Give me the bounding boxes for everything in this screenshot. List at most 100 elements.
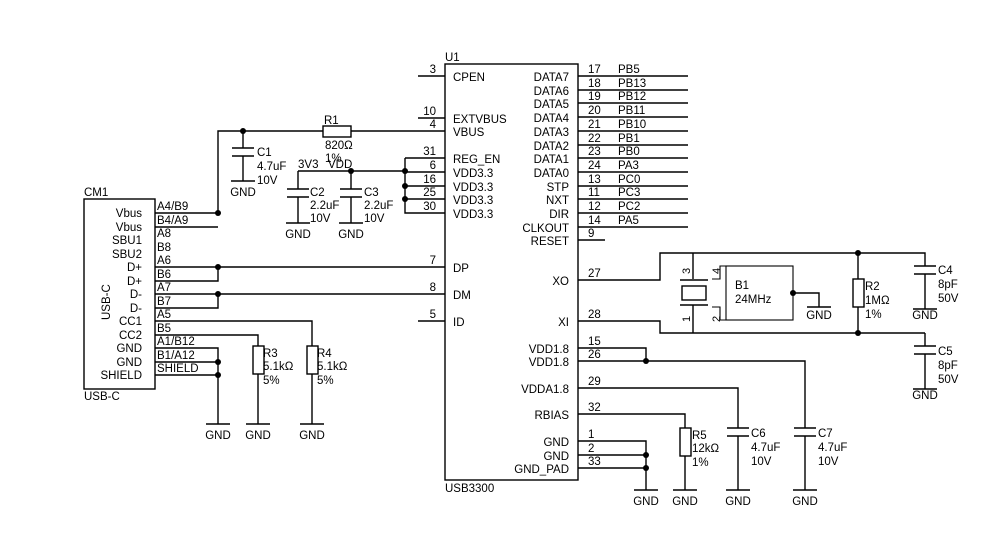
cm1-part: USB-C (84, 391, 120, 403)
b1-ref: B1 (735, 280, 749, 292)
u1-pin-name: VDD3.3 (453, 195, 493, 207)
net-label: PB13 (618, 78, 646, 90)
u1-pin-name: STP (547, 182, 570, 194)
u1-left-pin-numbers: 3 10 4 31 6 16 25 30 7 8 5 (423, 64, 436, 321)
c4-value: 8pF (938, 279, 958, 291)
c3-value: 2.2uF (364, 200, 393, 212)
u1-pin-number: 22 (588, 133, 601, 145)
u1-pin-name: DATA7 (534, 72, 569, 84)
ground-icon: GND (338, 222, 364, 241)
u1-pin-name: RBIAS (534, 410, 569, 422)
cm1-pin-pad: B4/A9 (157, 215, 188, 227)
u1-pin-name: DM (453, 290, 471, 302)
b1-pin4-number: 4 (711, 268, 723, 274)
c6-ref: C6 (751, 428, 766, 440)
cm1-pin-pad: A5 (157, 309, 171, 321)
cm1-pin-pad: A8 (157, 228, 171, 240)
u1-pin-name: RESET (531, 236, 569, 248)
cm1-pin-name: SBU1 (112, 235, 142, 247)
u1-pin-number: 2 (588, 443, 594, 455)
u1-pin-name: DATA5 (534, 99, 569, 111)
u1-pin-number: 12 (588, 201, 601, 213)
b1-pin2-number: 2 (711, 316, 723, 322)
ground-icon: GND (912, 308, 938, 322)
net-label: PB5 (618, 64, 640, 76)
c1-ref: C1 (257, 147, 272, 159)
c7-value: 4.7uF (818, 442, 847, 454)
u1-pin-name: ID (453, 317, 465, 329)
u1-pin-number: 11 (588, 187, 600, 199)
usb-c-connector: CM1 USB-C USB-C Vbus Vbus SBU1 SBU2 D+ D… (83, 187, 199, 403)
gnd-label: GND (912, 390, 938, 402)
u1-pin-name: EXTVBUS (453, 114, 507, 126)
cm1-pin-pad: B5 (157, 323, 171, 335)
ground-icon: GND (672, 489, 698, 508)
c5-ref: C5 (938, 346, 953, 358)
gnd-label: GND (285, 229, 311, 241)
net-label: PB1 (618, 133, 640, 145)
net-vdd-label: VDD (328, 159, 352, 171)
cm1-pin-name: SBU2 (112, 249, 142, 261)
crystal-b1: 3 1 4 2 B1 24MHz (680, 265, 794, 322)
cm1-pin-names: Vbus Vbus SBU1 SBU2 D+ D+ D- D- CC1 CC2 … (100, 208, 142, 382)
cm1-pin-pad: A4/B9 (157, 201, 188, 213)
c2-value: 2.2uF (310, 200, 339, 212)
cm1-body-label: USB-C (101, 284, 113, 320)
u1-pin-name: XI (558, 317, 569, 329)
r4-value: 5.1kΩ (317, 361, 348, 373)
r5-tol: 1% (692, 457, 709, 469)
u1-pin-number: 23 (588, 146, 601, 158)
u1-pin-number: 27 (588, 268, 601, 280)
c3-volt: 10V (364, 213, 385, 225)
ground-icon: GND (725, 489, 751, 508)
cm1-pin-pad: B8 (157, 242, 171, 254)
u1-pin-number: 6 (430, 160, 436, 172)
net-label: PB0 (618, 146, 640, 158)
u1-pin-name: DIR (549, 209, 569, 221)
u1-pin-number: 33 (588, 456, 601, 468)
c5-value: 8pF (938, 360, 958, 372)
u1-pin-number: 8 (430, 282, 436, 294)
r3-tol: 5% (263, 375, 280, 387)
u1-pin-name: DATA0 (534, 168, 569, 180)
u1-pin-name: DATA4 (534, 113, 570, 125)
net-3v3-label: 3V3 (298, 159, 318, 171)
junction-dots (215, 128, 861, 471)
u1-left-pin-names: CPEN EXTVBUS VBUS REG_EN VDD3.3 VDD3.3 V… (453, 72, 507, 329)
u1-pin-name: CLKOUT (522, 223, 569, 235)
gnd-label: GND (245, 430, 271, 442)
u1-pin-number: 16 (423, 174, 436, 186)
u1-pin-number: 28 (588, 309, 601, 321)
u1-pin-number: 24 (588, 160, 601, 172)
u1-pin-name: DATA2 (534, 141, 569, 153)
c7-ref: C7 (818, 428, 833, 440)
gnd-label: GND (912, 310, 938, 322)
capacitor-c3: C3 2.2uF 10V (340, 187, 393, 225)
cm1-pin-pad: B6 (157, 269, 171, 281)
cm1-pin-name: D- (130, 289, 142, 301)
net-label: PB10 (618, 119, 646, 131)
cm1-pin-name: Vbus (116, 208, 142, 220)
r3-value: 5.1kΩ (263, 361, 294, 373)
u1-pin-number: 9 (588, 228, 594, 240)
u1-pin-number: 20 (588, 105, 601, 117)
c6-value: 4.7uF (751, 442, 780, 454)
u1-ref: U1 (445, 52, 460, 64)
ground-icon: GND (230, 180, 256, 199)
resistor-r5: R5 12kΩ 1% (679, 427, 720, 469)
u1-pin-number: 25 (423, 187, 436, 199)
b1-pin3-number: 3 (681, 268, 693, 274)
net-label: PB12 (618, 91, 646, 103)
resistor-r1: R1 820Ω 1% (322, 115, 353, 165)
u1-pin-number: 10 (423, 106, 436, 118)
ground-icon: GND (792, 489, 818, 508)
u1-pin-name: DATA3 (534, 127, 569, 139)
c2-ref: C2 (310, 187, 325, 199)
u1-pin-number: 26 (588, 349, 601, 361)
gnd-label: GND (338, 229, 364, 241)
ground-icon: GND (806, 306, 832, 322)
cm1-pin-name: Vbus (116, 222, 142, 234)
u1-pin-name: GND (543, 437, 569, 449)
ground-icon: GND (633, 489, 659, 508)
